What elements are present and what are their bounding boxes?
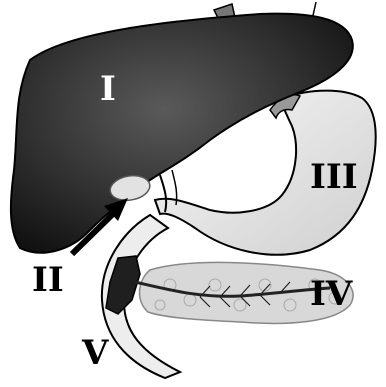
label-stomach: III	[310, 157, 358, 197]
label-gallbladder: II	[32, 260, 64, 300]
label-liver: I	[100, 69, 116, 109]
label-duodenum: V	[81, 333, 109, 373]
label-pancreas: IV	[310, 274, 353, 314]
